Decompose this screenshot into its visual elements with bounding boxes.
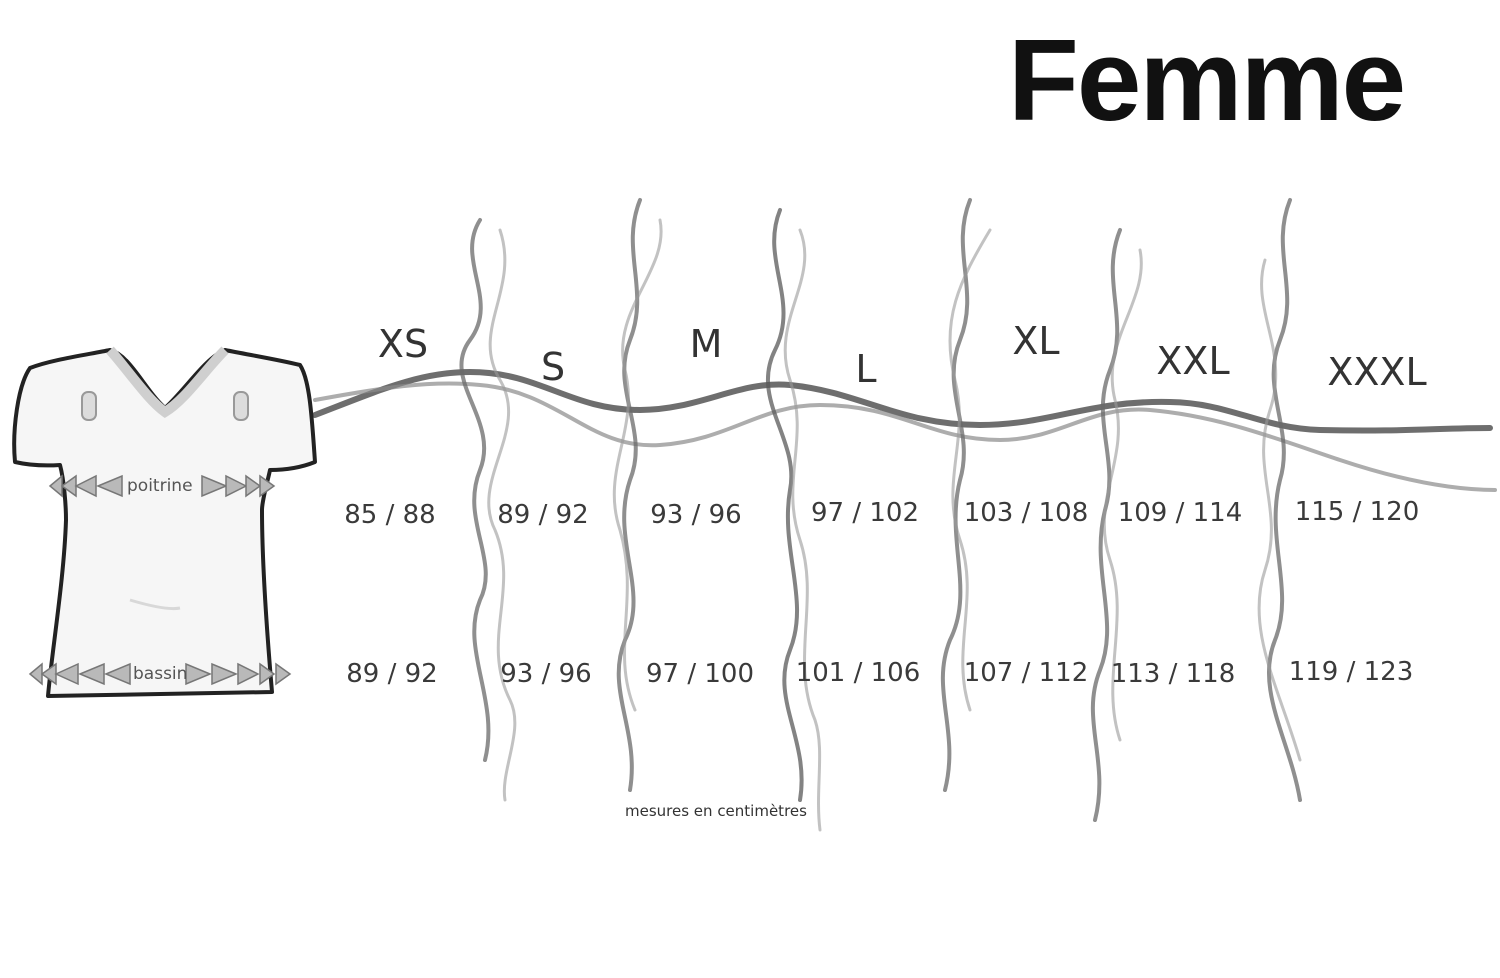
hip-value-s: 93 / 96 [500, 659, 592, 689]
chest-arrows-icon [48, 474, 276, 498]
hip-arrows-icon [28, 662, 292, 686]
size-label-xl: XL [1012, 319, 1060, 363]
hip-label: bassin [133, 664, 188, 684]
chest-value-xs: 85 / 88 [344, 500, 436, 530]
hip-value-xxxl: 119 / 123 [1288, 657, 1414, 687]
size-label-m: M [689, 322, 723, 366]
page-title: Femme [1008, 15, 1406, 145]
chest-label: poitrine [127, 476, 193, 496]
size-label-xs: XS [377, 322, 429, 366]
hip-value-xxl: 113 / 118 [1110, 659, 1236, 689]
hip-value-m: 97 / 100 [646, 659, 754, 689]
chest-value-l: 97 / 102 [811, 498, 919, 528]
size-label-s: S [540, 345, 566, 389]
hip-value-l: 101 / 106 [795, 658, 921, 688]
hip-value-xl: 107 / 112 [963, 658, 1089, 688]
size-label-xxl: XXL [1156, 339, 1230, 383]
size-label-l: L [855, 347, 877, 391]
v-neck-tshirt-icon [12, 346, 317, 698]
chest-value-m: 93 / 96 [650, 500, 742, 530]
chest-value-xl: 103 / 108 [963, 498, 1089, 528]
chest-value-s: 89 / 92 [497, 500, 589, 530]
chest-value-xxl: 109 / 114 [1117, 498, 1243, 528]
chest-value-xxxl: 115 / 120 [1294, 497, 1420, 527]
units-footnote: mesures en centimètres [625, 802, 807, 820]
hip-value-xs: 89 / 92 [346, 659, 438, 689]
size-label-xxxl: XXXL [1327, 350, 1427, 394]
